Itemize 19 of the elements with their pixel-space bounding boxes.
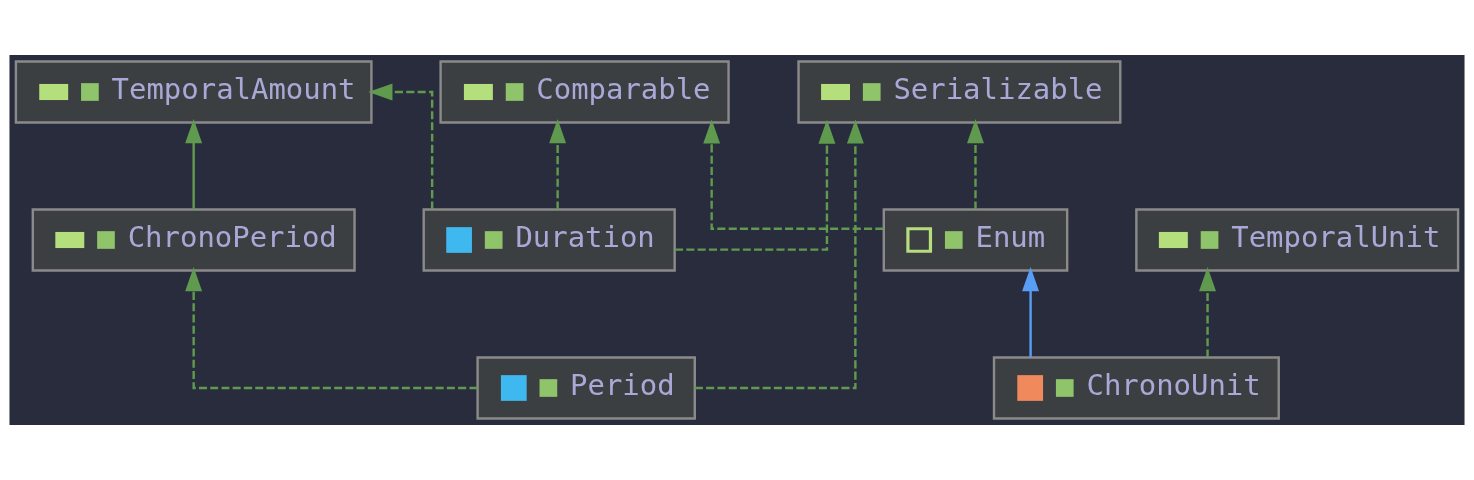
node-box: Enum [882, 208, 1069, 272]
arrow [185, 267, 478, 390]
arrow [1022, 267, 1040, 358]
arrow [1199, 267, 1216, 358]
node-box: Serializable [797, 60, 1122, 124]
node-box: TemporalAmount [14, 60, 373, 124]
node-box: ChronoUnit [992, 356, 1280, 420]
node-box: Comparable [439, 60, 730, 124]
arrow [549, 119, 567, 210]
arrow [703, 119, 884, 230]
node-box: ChronoPeriod [31, 208, 356, 272]
arrow [368, 83, 434, 210]
arrow [694, 119, 864, 390]
node-box: TemporalUnit [1135, 208, 1460, 272]
arrow [967, 119, 984, 210]
node-box: Period [476, 356, 696, 420]
node-box: Duration [422, 208, 676, 272]
arrow [185, 119, 203, 210]
arrow [675, 119, 836, 251]
